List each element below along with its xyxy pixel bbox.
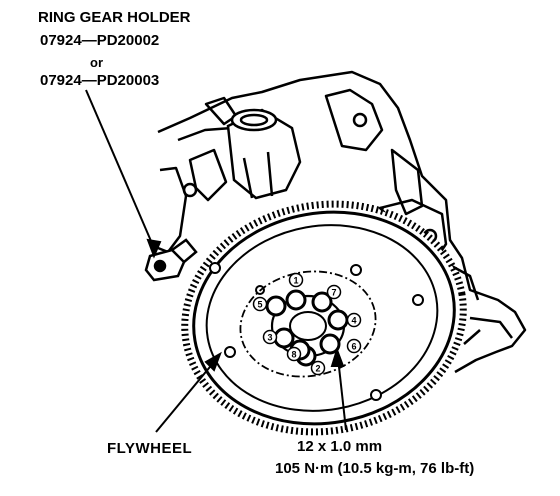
flywheel-holes [209, 262, 424, 401]
tool-part-number-1: 07924—PD20002 [40, 32, 160, 49]
tool-part-number-2: 07924—PD20003 [40, 72, 160, 89]
flywheel-bolt [311, 291, 333, 313]
bolt-sequence-marker [346, 312, 362, 328]
flywheel-bolt [319, 333, 341, 355]
bolt-sequence-number: 6 [351, 342, 356, 352]
bolt-sequence-marker [346, 338, 362, 354]
bolt-sequence-marker [288, 272, 304, 288]
bolt-sequence-marker [262, 329, 278, 345]
bolt-sequence-number: 7 [331, 288, 336, 298]
bolt-sequence-number: 4 [351, 316, 356, 326]
bolt-sequence-number: 3 [267, 333, 272, 343]
leader-lines [85, 89, 347, 433]
flywheel-bolt [285, 289, 307, 311]
tool-or-text: or [90, 55, 103, 70]
flywheel-bolt [327, 309, 349, 331]
coolant-outlet [226, 108, 302, 200]
pressure-plate-circle [239, 270, 377, 378]
bolt-sequence-number: 2 [315, 364, 320, 374]
bolt-torque-label: 105 N·m (10.5 kg-m, 76 lb-ft) [275, 460, 475, 477]
flywheel-bolt [265, 295, 287, 317]
bolt-sequence-number: 5 [257, 300, 262, 310]
ring-gear-holder-tool [144, 238, 198, 282]
flywheel-face [205, 224, 439, 412]
flywheel-bolts: 1 2 3 4 5 6 7 8 [252, 272, 362, 376]
bolt-size-label: 12 x 1.0 mm [297, 438, 383, 455]
bolt-sequence-number: 8 [291, 350, 296, 360]
bolt-sequence-number: 1 [293, 276, 298, 286]
flywheel [181, 200, 467, 436]
bolt-sequence-marker [326, 284, 342, 300]
bolt-sequence-marker [310, 360, 326, 376]
flywheel-bolt [273, 327, 295, 349]
bolt-sequence-marker [252, 296, 268, 312]
tool-title: RING GEAR HOLDER [38, 9, 191, 26]
bolt-sequence-marker [286, 346, 302, 362]
crank-hub-inner [289, 311, 327, 341]
flywheel-label: FLYWHEEL [107, 440, 193, 457]
